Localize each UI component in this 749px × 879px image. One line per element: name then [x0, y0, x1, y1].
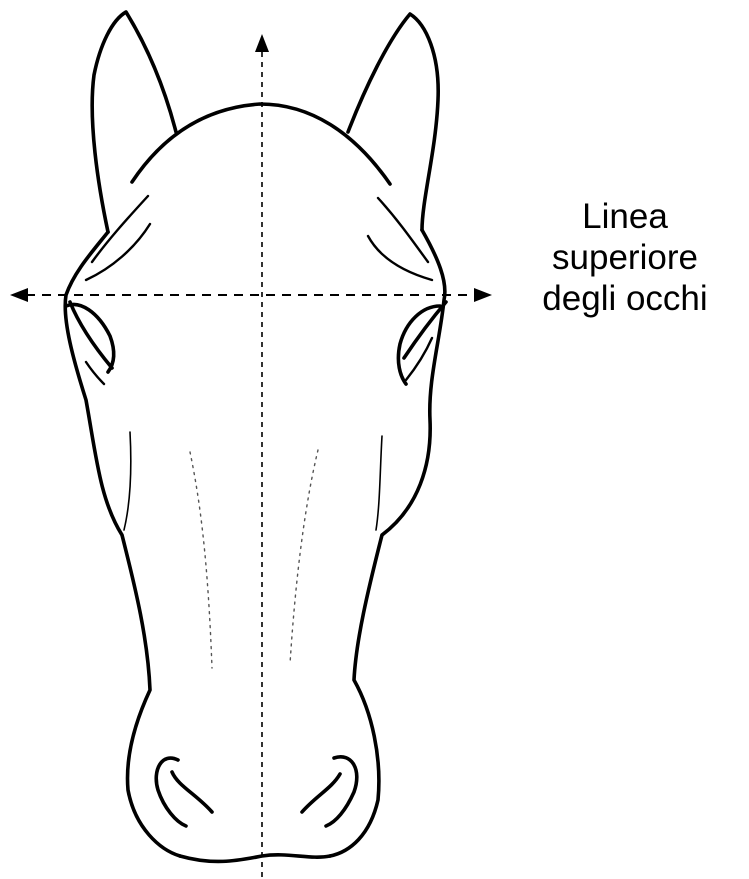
left-ear [92, 12, 176, 232]
eye-line-right-arrowhead [474, 288, 492, 302]
left-brow-line [92, 196, 148, 262]
eye-line-label-line-3: degli occhi [505, 278, 745, 319]
eye-line [10, 288, 492, 302]
eye-line-label: Linea superiore degli occhi [505, 196, 745, 319]
vertical-axis-arrowhead [255, 34, 269, 52]
eye-line-label-line-2: superiore [505, 237, 745, 278]
right-nostril [302, 757, 357, 826]
vertical-axis [255, 34, 269, 878]
left-nostril [156, 758, 212, 826]
right-ear [348, 14, 438, 230]
eye-line-label-line-1: Linea [505, 196, 745, 237]
eye-line-left-arrowhead [10, 288, 28, 302]
muzzle-bottom [180, 855, 330, 862]
left-cheek-line [124, 432, 131, 530]
left-eye [66, 302, 114, 384]
left-brow-wrinkle [86, 224, 150, 280]
left-face-ridge [190, 452, 212, 668]
right-brow-wrinkle [368, 236, 432, 280]
right-cheek-line [376, 436, 382, 530]
right-face-ridge [290, 450, 318, 664]
